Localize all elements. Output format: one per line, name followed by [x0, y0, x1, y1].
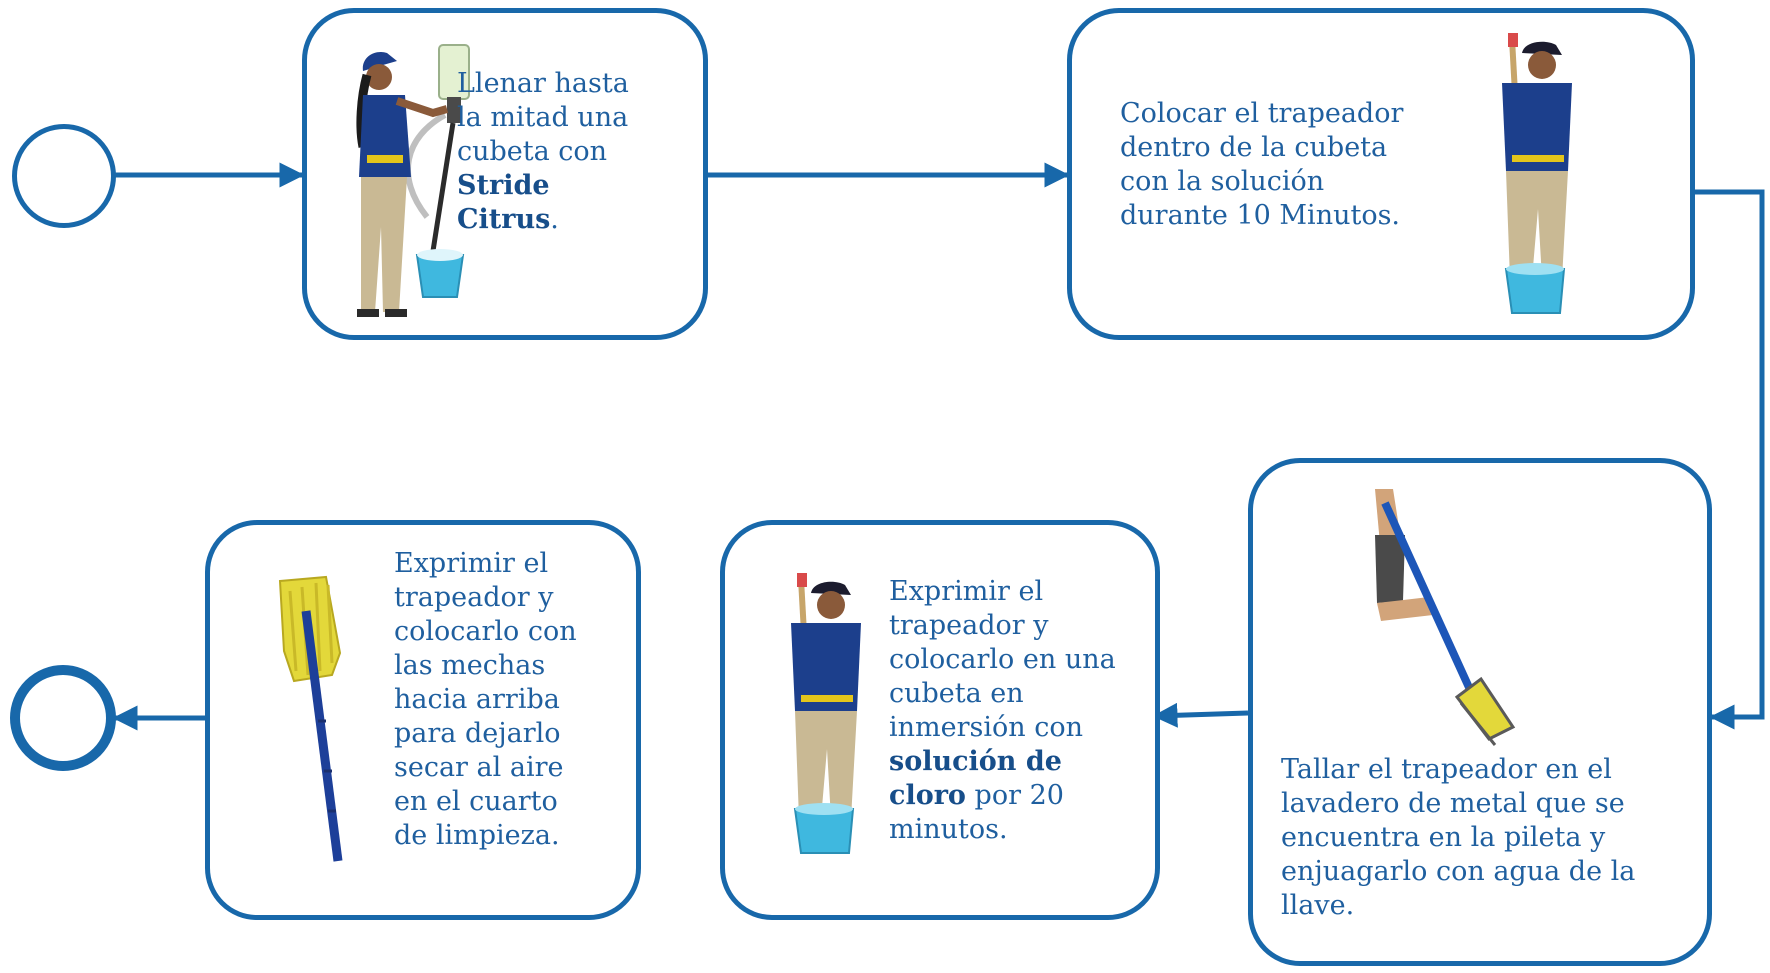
hands-scrubbing-mop-image — [1375, 489, 1516, 746]
step-5-box: Exprimir el trapeador y colocarlo con la… — [205, 520, 641, 920]
step-1-text: Llenar hasta la mitad una cubeta con Str… — [457, 68, 629, 235]
step-1-box: Llenar hasta la mitad una cubeta con Str… — [302, 8, 708, 340]
mop-upside-down-image — [278, 575, 343, 862]
arrow-step3-to-step4 — [1152, 702, 1249, 728]
step-5-text: Exprimir el trapeador y colocarlo con la… — [394, 548, 577, 851]
person-mop-in-bucket-image — [791, 573, 861, 854]
step-3-box: Tallar el trapeador en el lavadero de me… — [1248, 458, 1712, 966]
person-mop-in-bucket-image — [1502, 33, 1572, 314]
step-4-text: Exprimir el trapeador y colocarlo en una… — [889, 576, 1116, 845]
step-3-text: Tallar el trapeador en el lavadero de me… — [1281, 754, 1636, 921]
person-filling-bucket-image — [356, 44, 470, 317]
step-2-text: Colocar el trapeador dentro de la cubeta… — [1120, 98, 1404, 231]
start-circle — [12, 124, 116, 228]
step-2-box: Colocar el trapeador dentro de la cubeta… — [1067, 8, 1695, 340]
step-4-box: Exprimir el trapeador y colocarlo en una… — [720, 520, 1160, 920]
arrow-step2-to-step3 — [1695, 189, 1765, 730]
end-circle — [10, 665, 116, 771]
